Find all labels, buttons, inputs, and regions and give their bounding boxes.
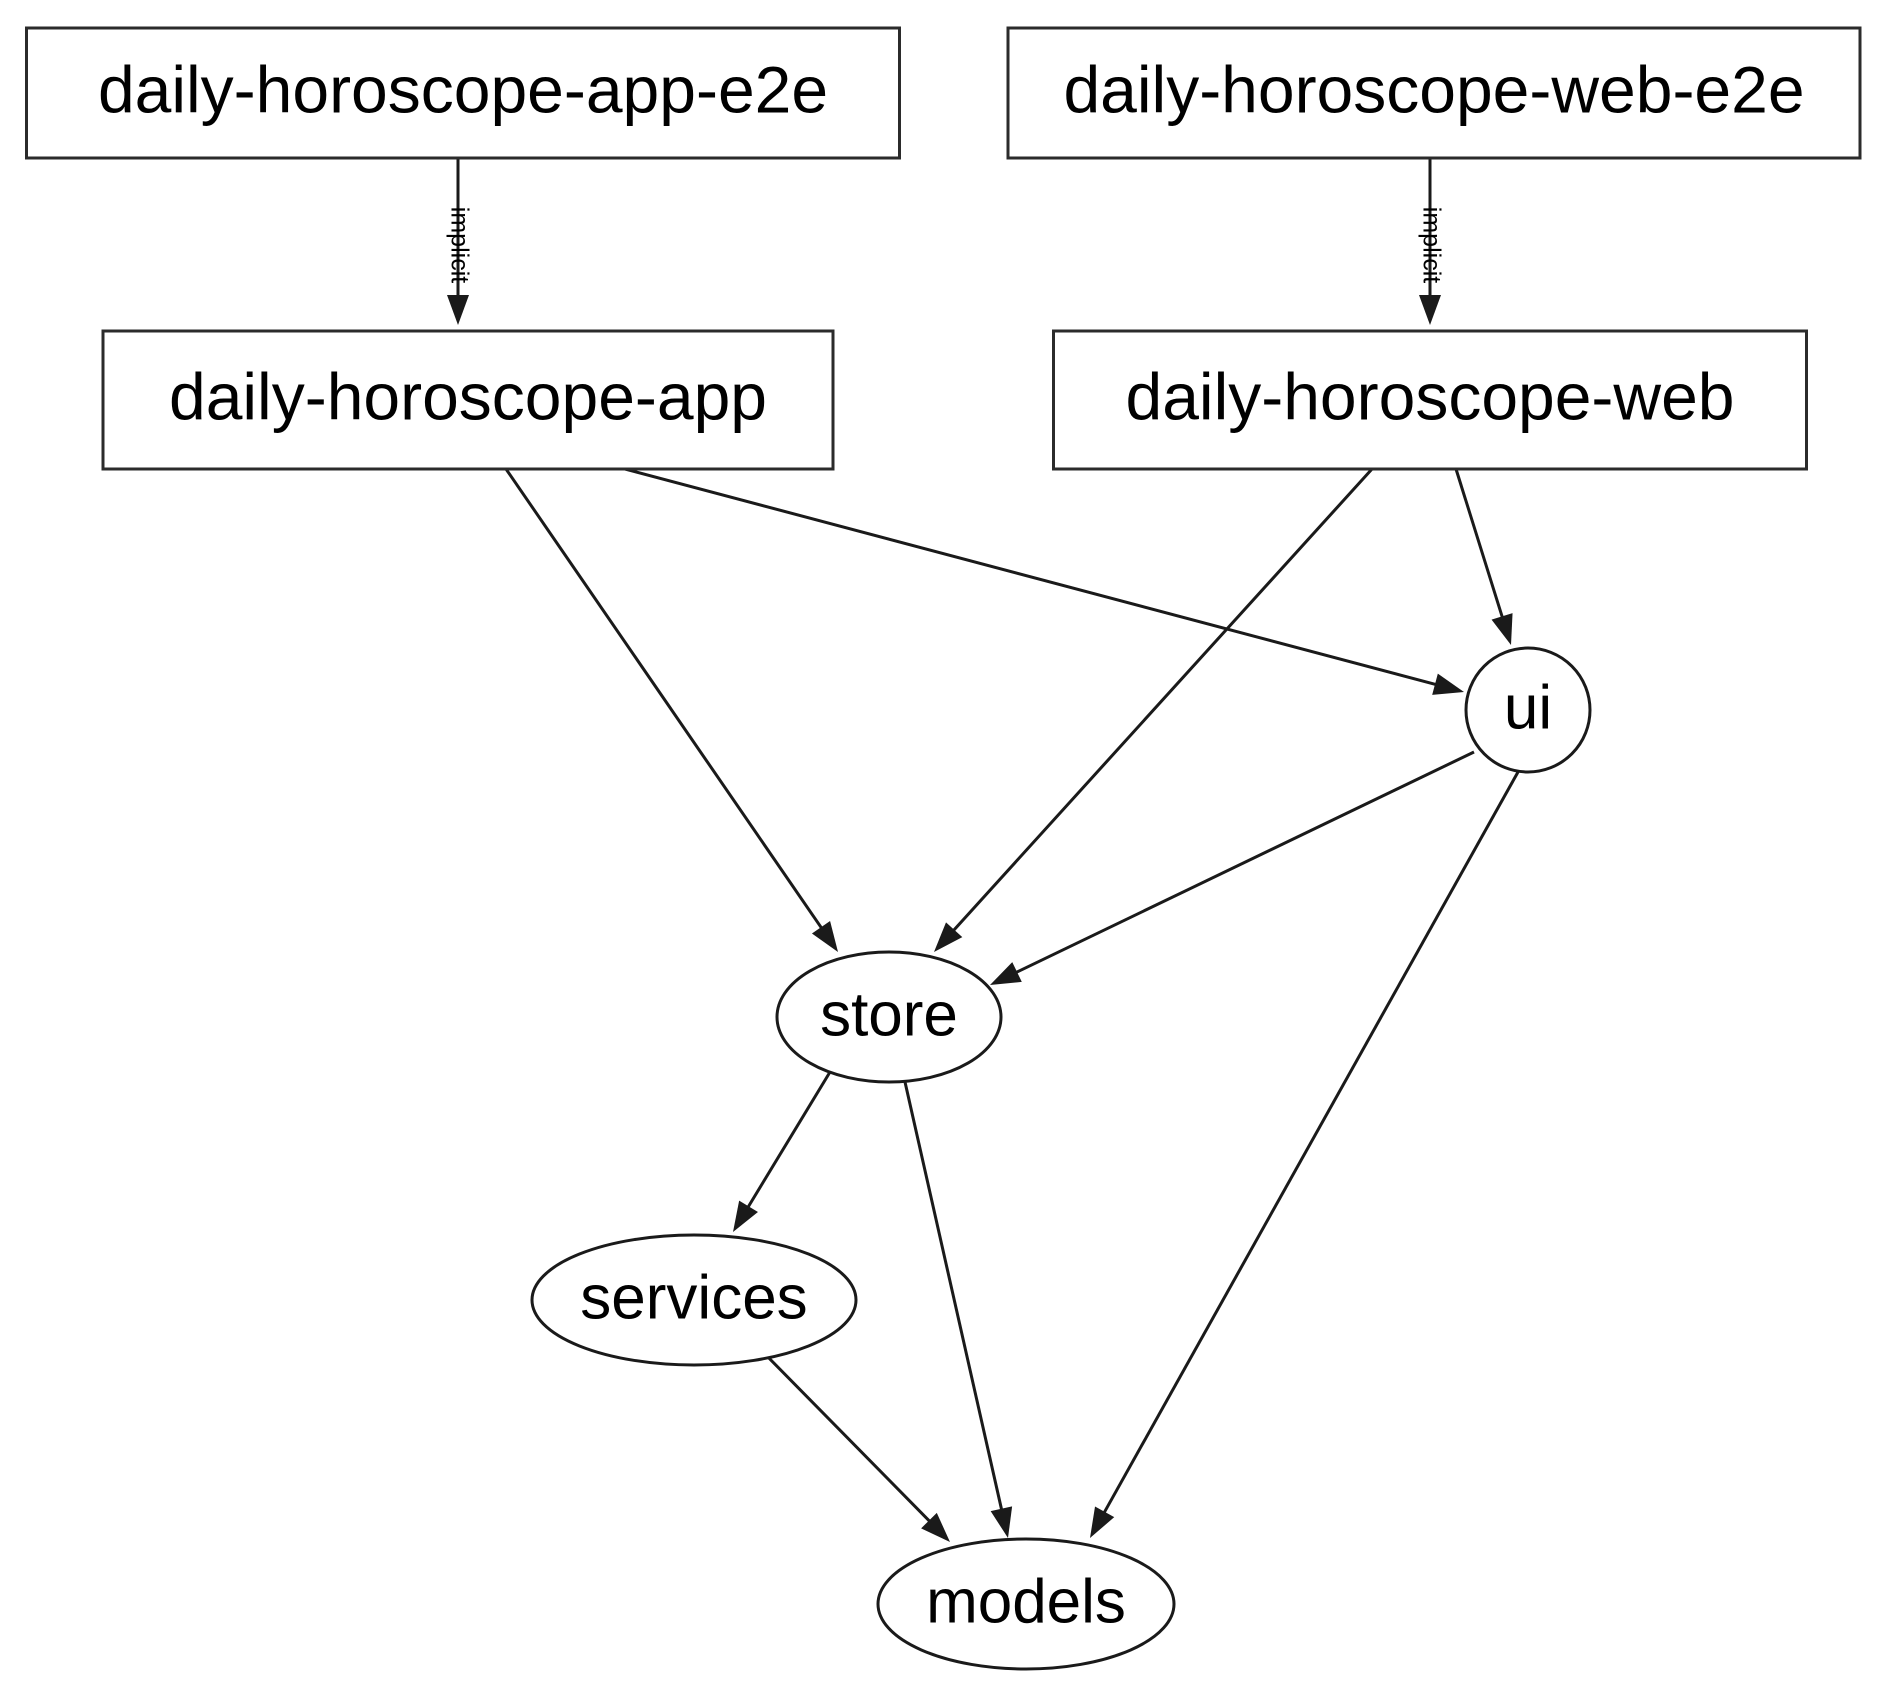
edge-services-to-models <box>761 1350 950 1542</box>
nodes-layer: daily-horoscope-app-e2e daily-horoscope-w… <box>25 26 1862 1671</box>
edge-arrowhead-icon <box>1491 613 1513 645</box>
node-rect-shape[interactable] <box>101 329 835 471</box>
node-rect-shape[interactable] <box>1006 26 1862 160</box>
node-rect-shape[interactable] <box>25 26 901 160</box>
node-daily-horoscope-web-e2e[interactable]: daily-horoscope-web-e2e <box>1006 26 1862 160</box>
node-daily-horoscope-app[interactable]: daily-horoscope-app <box>101 329 835 471</box>
edge-store-to-models <box>903 1081 1013 1538</box>
node-store[interactable]: store <box>775 950 1003 1084</box>
edge-line <box>745 1071 832 1211</box>
node-ellipse-shape[interactable] <box>775 950 1003 1084</box>
edge-arrowhead-icon <box>1419 295 1441 325</box>
node-label: daily-horoscope-app <box>169 359 767 433</box>
node-label: daily-horoscope-web-e2e <box>1063 52 1804 126</box>
node-models[interactable]: models <box>876 1537 1176 1671</box>
edge-line <box>504 468 825 932</box>
edge-line <box>1012 750 1475 976</box>
edge-line <box>1454 468 1505 621</box>
node-daily-horoscope-app-e2e[interactable]: daily-horoscope-app-e2e <box>25 26 901 160</box>
node-services[interactable]: services <box>530 1233 858 1367</box>
edge-arrowhead-icon <box>733 1200 758 1232</box>
edge-daily-horoscope-app-to-store <box>504 468 838 952</box>
edge-daily-horoscope-web-to-ui <box>1454 468 1513 645</box>
node-rect-shape[interactable] <box>1052 329 1808 471</box>
edge-arrowhead-icon <box>1090 1506 1115 1538</box>
node-label: ui <box>1504 673 1552 742</box>
node-label: models <box>926 1567 1126 1636</box>
edge-arrowhead-icon <box>1432 673 1464 695</box>
edge-line <box>1101 771 1520 1517</box>
edge-store-to-services <box>733 1071 832 1232</box>
edge-label: implicit <box>1417 207 1445 283</box>
edge-arrowhead-icon <box>934 922 963 952</box>
node-ellipse-shape[interactable] <box>1464 646 1592 774</box>
edge-arrowhead-icon <box>921 1512 950 1542</box>
node-ellipse-shape[interactable] <box>530 1233 858 1367</box>
edge-line <box>624 467 1440 687</box>
edge-line <box>761 1350 933 1525</box>
edge-arrowhead-icon <box>990 962 1022 985</box>
edge-ui-to-store <box>990 750 1475 985</box>
edge-daily-horoscope-web-e2e-to-daily-horoscope-web: implicit <box>1417 158 1445 325</box>
edge-arrowhead-icon <box>990 1506 1013 1538</box>
node-daily-horoscope-web[interactable]: daily-horoscope-web <box>1052 329 1808 471</box>
edge-daily-horoscope-web-to-store <box>934 467 1374 952</box>
edge-arrowhead-icon <box>811 921 838 952</box>
edges-layer: implicit implicit <box>445 158 1520 1542</box>
edge-daily-horoscope-app-e2e-to-daily-horoscope-app: implicit <box>445 158 473 325</box>
node-ellipse-shape[interactable] <box>876 1537 1176 1671</box>
edge-arrowhead-icon <box>447 295 469 325</box>
edge-line <box>950 467 1374 934</box>
node-label: store <box>820 980 958 1049</box>
node-ui[interactable]: ui <box>1464 646 1592 774</box>
node-label: daily-horoscope-web <box>1126 359 1735 433</box>
edge-ui-to-models <box>1090 771 1520 1538</box>
edge-label: implicit <box>445 207 473 283</box>
node-label: services <box>580 1263 807 1332</box>
node-label: daily-horoscope-app-e2e <box>98 52 828 126</box>
edge-line <box>903 1081 1004 1513</box>
edge-daily-horoscope-app-to-ui <box>624 467 1464 695</box>
